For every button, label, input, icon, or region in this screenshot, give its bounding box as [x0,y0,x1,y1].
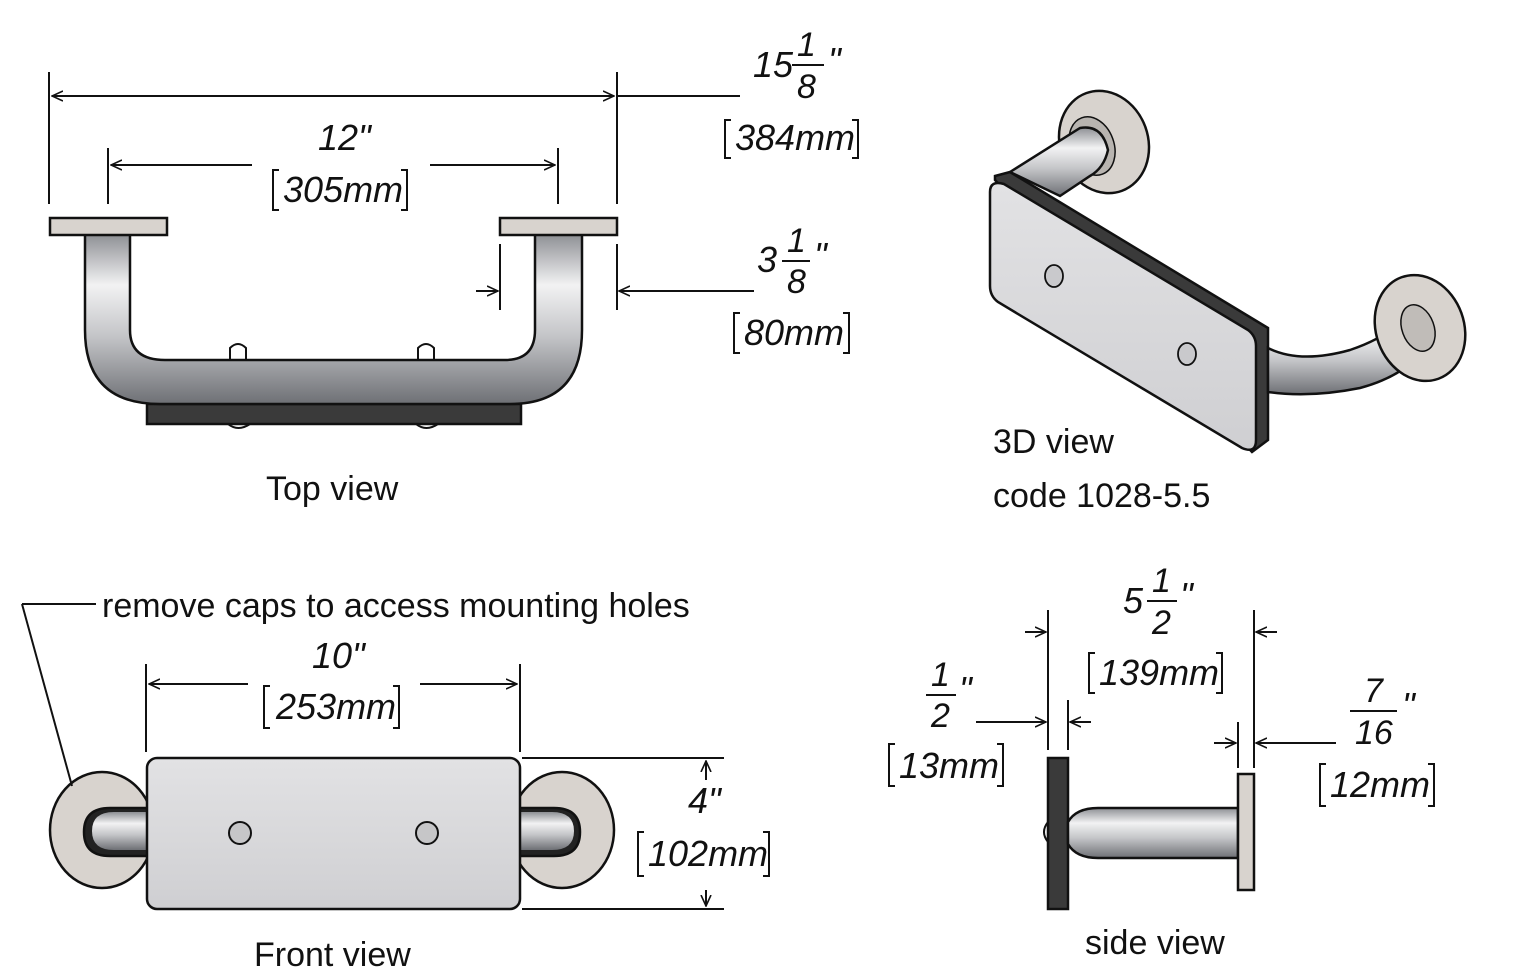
height-inch: 4" [688,780,723,821]
depth-num: 1 [1152,562,1171,600]
proj-den: 8 [787,263,806,301]
dim-plate-thickness: 1 2 " 13mm [888,656,1004,787]
top-view-caption: Top view [266,470,399,508]
dim-plate-height: 4" 102mm [637,780,770,877]
depth-mm: 139mm [1099,652,1219,693]
front-view-caption: Front view [254,936,411,970]
top-flange-right [498,216,619,237]
top-flange-left [48,216,169,237]
depth-den: 2 [1151,604,1171,642]
iso-plate [988,181,1258,451]
pt-inch: " [959,669,974,710]
pt-den: 2 [930,697,950,735]
pt-num: 1 [931,656,950,694]
height-mm: 102mm [648,833,768,874]
front-cap-left [228,821,252,845]
proj-num: 1 [787,222,806,260]
ft-mm: 12mm [1330,764,1430,805]
ft-num: 7 [1364,672,1384,710]
dim-side-depth: 5 1 2 " 139mm [1088,562,1223,694]
dim-projection: 3 1 8 " 80mm [733,222,850,354]
top-tube [83,232,584,406]
proj-mm: 80mm [744,312,844,353]
c2c-mm: 305mm [283,169,403,210]
overall-inch: " [828,40,843,81]
iso-caption-line1: 3D view [993,423,1114,461]
overall-den: 8 [797,68,816,106]
front-plate [145,756,522,911]
ft-inch: " [1402,685,1417,726]
side-plate [1046,756,1070,911]
pt-mm: 13mm [899,745,999,786]
front-callout: remove caps to access mounting holes [102,587,690,625]
side-view: side view [976,610,1336,962]
proj-whole: 3 [757,239,777,280]
dim-center-to-center: 12" 305mm [272,117,408,211]
iso-caption-line2: code 1028-5.5 [993,477,1210,515]
holes-inch: 10" [312,635,367,676]
dim-flange-thickness: 7 16 " 12mm [1319,672,1435,807]
side-view-caption: side view [1085,924,1225,962]
top-view: Top view [48,72,754,508]
holes-mm: 253mm [275,686,396,727]
side-tube [1066,806,1240,860]
overall-num: 1 [797,26,816,64]
side-flange [1236,772,1256,892]
overall-mm: 384mm [735,117,855,158]
front-cap-right [415,821,439,845]
dim-overall-length: 15 1 8 " 384mm [724,26,859,159]
depth-whole: 5 [1123,580,1144,621]
c2c-inch: 12" [318,117,373,158]
overall-whole: 15 [753,44,794,85]
front-view: remove caps to access mounting holes Fro… [21,587,724,970]
depth-inch: " [1180,575,1195,616]
proj-inch: " [814,235,829,276]
top-plate [145,402,523,426]
dim-mount-holes: 10" 253mm [263,635,400,729]
ft-den: 16 [1355,714,1393,752]
iso-view: 3D view code 1028-5.5 [988,89,1467,515]
